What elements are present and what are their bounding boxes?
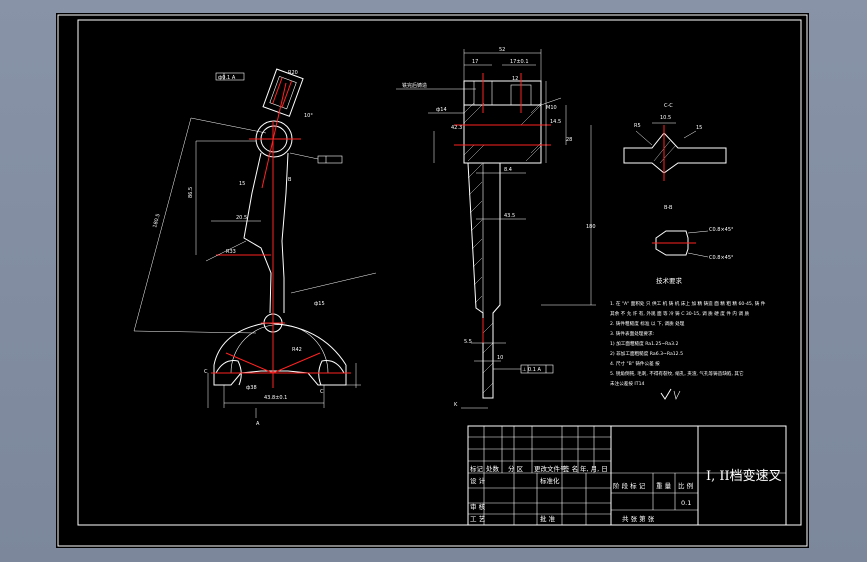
dim-top-frame: ф0.1 A — [218, 75, 236, 81]
tech-line-1: 1. 在 "A" 面积处 只 供工 机 铸 机 床上 加 精 铸造 面 精 粗 … — [610, 300, 766, 307]
dim-angle: 10° — [304, 113, 313, 119]
tb-design: 设 计 — [470, 476, 486, 485]
dim-86: 86.5 — [188, 187, 194, 198]
tb-zone: 分 区 — [508, 464, 524, 473]
dim-side-28: 28 — [566, 137, 572, 143]
dim-43: 43.8±0.1 — [264, 395, 287, 401]
dim-phi15: ф15 — [314, 301, 325, 307]
dim-cc-10: 10.5 — [660, 115, 671, 121]
roughness-symbol — [660, 388, 681, 400]
tb-approve: 批 准 — [540, 514, 556, 523]
dim-side-5: 5.5 — [464, 339, 472, 345]
label-view-a: A — [256, 421, 260, 427]
dim-side-12: 12 — [512, 76, 518, 82]
dim-c-right: C — [320, 389, 324, 395]
tb-sheets: 共 张 第 张 — [622, 514, 655, 523]
dim-side-m10: M10 — [546, 105, 557, 111]
tb-stage-mark: 阶 段 标 记 — [613, 481, 646, 490]
tech-line-9: 未注公差按 IT14 — [610, 380, 645, 387]
dim-cc-15: 15 — [696, 125, 702, 131]
label-section-bb: B-B — [664, 205, 673, 211]
tb-date: 年, 月, 日 — [580, 464, 608, 473]
dim-side-note: 铣完后铸造 — [402, 82, 427, 89]
tech-line-6: 2) 非加工面粗糙度 Ra6.3~Ra12.5 — [610, 350, 683, 357]
section-bb — [652, 230, 709, 258]
tb-scale: 0.1 — [681, 499, 691, 507]
tech-line-8: 5. 锐角倒钝, 毛刺, 不得有裂纹, 缩孔, 夹渣, 气孔等铸造缺陷, 其它 — [610, 370, 744, 377]
dim-15: 15 — [239, 181, 245, 187]
tech-line-4: 3. 铸件表面处理要求: — [610, 330, 655, 337]
cad-viewport[interactable]: ф0.1 A R20 10° 86.5 20.5 R33 180.5 15 B … — [56, 13, 809, 548]
sheet-inner-border — [77, 19, 802, 526]
tb-change-doc: 更改文件号 — [534, 464, 567, 473]
front-view — [133, 68, 377, 418]
label-view-k: K — [454, 402, 458, 408]
label-section-cc: C-C — [664, 103, 673, 109]
tech-heading: 技术要求 — [656, 276, 683, 285]
tb-mark: 标记 — [470, 464, 484, 473]
tb-sign: 签 名 — [563, 464, 578, 473]
dim-180: 180.5 — [152, 213, 162, 228]
tb-review: 审 核 — [470, 502, 486, 511]
side-view — [396, 49, 596, 409]
dim-r42: R42 — [292, 347, 302, 353]
tb-process: 工 艺 — [470, 515, 486, 523]
section-cc — [623, 122, 727, 181]
dim-side-frame: ⊥ 0.1 A — [522, 367, 541, 373]
dim-side-180: 180 — [586, 224, 596, 230]
tb-ratio: 比 例 — [678, 481, 693, 490]
dim-side-14: 14.5 — [550, 119, 561, 125]
dim-20: 20.5 — [236, 215, 247, 221]
dim-side-10: 10 — [497, 355, 503, 361]
dim-side-phi14: ф14 — [436, 107, 447, 113]
dim-side-17b: 17±0.1 — [510, 59, 529, 65]
dim-phi38: ф38 — [246, 385, 257, 391]
dim-r20: R20 — [288, 70, 298, 76]
dim-r33: R33 — [226, 249, 236, 255]
dim-side-8: 8.4 — [504, 167, 512, 173]
sheet-outer-border — [57, 14, 808, 547]
tb-weight: 重 量 — [656, 482, 672, 490]
dim-bb-08b: C0.8×45° — [709, 255, 734, 261]
dim-bb-08a: C0.8×45° — [709, 227, 734, 233]
dim-cc-r5: R5 — [634, 123, 641, 129]
dim-side-52: 52 — [499, 47, 505, 53]
drawing-sheet: ф0.1 A R20 10° 86.5 20.5 R33 180.5 15 B … — [57, 14, 808, 547]
dim-b: B — [288, 177, 292, 183]
tb-count: 处数 — [486, 464, 500, 473]
part-name-title: I, II档变速叉 — [706, 468, 782, 484]
tech-line-3: 2. 铸件粗糙度 标准 以 下, 调质 处理 — [610, 320, 685, 327]
dim-side-43: 43.5 — [504, 213, 515, 219]
tb-standardize: 标准化 — [540, 476, 560, 485]
dim-c-left: C — [204, 369, 208, 375]
tech-line-7: 4. 尺寸 "B" 铸件公差 按 — [610, 360, 660, 367]
dim-side-17: 17 — [472, 59, 478, 65]
dim-side-42: 42.3 — [451, 125, 462, 131]
tech-line-5: 1) 加工面粗糙度 Ra1.25~Ra3.2 — [610, 340, 678, 347]
tech-line-2: 其余 不 允 许 有, 外观 面 等 冷 铸 C 30-15, 调 质 硬 度 … — [610, 310, 750, 317]
title-block — [467, 425, 787, 526]
